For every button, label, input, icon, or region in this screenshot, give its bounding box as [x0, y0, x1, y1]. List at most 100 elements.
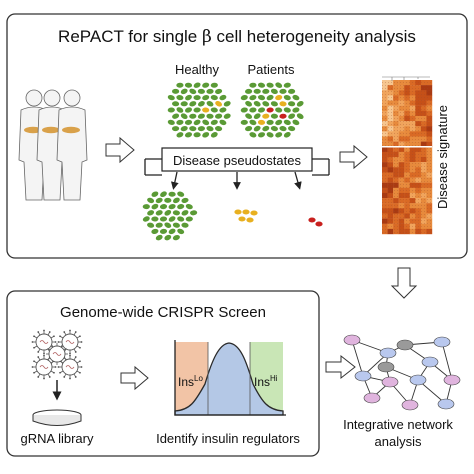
beta-cell	[189, 101, 197, 107]
beta-cell	[155, 210, 163, 216]
beta-cell	[202, 82, 210, 88]
network-node	[443, 374, 461, 386]
beta-cell	[155, 197, 163, 204]
healthy-cell-cluster	[167, 82, 231, 138]
network-node	[396, 339, 414, 351]
beta-cell	[275, 119, 283, 126]
beta-cell	[202, 95, 210, 101]
bottom-panel-title: Genome-wide CRISPR Screen	[60, 304, 266, 321]
beta-cell	[167, 94, 175, 101]
beta-cell	[275, 107, 283, 113]
beta-cell	[177, 228, 185, 235]
human-figures-group	[18, 89, 88, 201]
beta-cell	[159, 228, 168, 234]
virus-particles	[31, 329, 83, 380]
heatmap-pattern-overlay	[382, 80, 432, 234]
histogram-axes	[174, 340, 286, 416]
beta-cell	[262, 101, 270, 107]
beta-cell	[288, 113, 296, 119]
network-node	[401, 399, 419, 411]
beta-cell	[292, 119, 300, 126]
arrow-library-to-histogram	[120, 365, 149, 391]
beta-cell	[197, 101, 205, 107]
beta-cell	[177, 216, 185, 222]
beta-cell	[296, 101, 304, 107]
beta-cell	[176, 95, 184, 101]
pseudostate-green-cluster	[142, 191, 198, 241]
network-node	[343, 334, 361, 346]
beta-cell	[172, 113, 180, 119]
beta-cell	[288, 88, 296, 94]
beta-cell	[147, 197, 155, 204]
beta-cell	[270, 101, 278, 107]
beta-cell	[215, 113, 223, 119]
beta-cell	[151, 191, 159, 197]
beta-cell	[184, 132, 193, 138]
beta-cell	[279, 113, 287, 119]
beta-cell	[164, 197, 172, 203]
beta-cell	[253, 125, 261, 132]
beta-cell	[142, 204, 150, 210]
beta-cell	[177, 204, 185, 210]
beta-cell	[223, 113, 231, 119]
beta-cell	[164, 209, 172, 216]
beta-cell	[266, 132, 274, 138]
beta-cell	[253, 88, 261, 94]
beta-cell	[249, 82, 257, 88]
beta-cell	[257, 107, 266, 113]
beta-cell	[184, 82, 193, 88]
beta-cell	[151, 216, 159, 222]
network-node	[437, 398, 455, 410]
beta-cell	[181, 197, 189, 203]
beta-cell	[210, 132, 218, 138]
beta-cell	[206, 88, 214, 94]
beta-cell	[185, 107, 192, 113]
network-label-line2: analysis	[375, 434, 422, 449]
beta-cell	[180, 126, 188, 132]
beta-cell	[168, 228, 176, 235]
beta-cell	[219, 94, 227, 101]
beta-cell	[176, 107, 184, 113]
beta-cell	[283, 107, 291, 113]
beta-cell	[180, 113, 188, 119]
beta-cell	[202, 119, 210, 126]
beta-cell	[279, 126, 287, 132]
beta-cell	[172, 210, 180, 216]
beta-cell	[147, 222, 155, 228]
beta-cell	[257, 119, 266, 125]
beta-cell	[257, 95, 266, 101]
pseudostate-yellow-cells	[234, 209, 258, 223]
label-patients: Patients	[248, 62, 295, 77]
pseudostates-label: Disease pseudostates	[173, 153, 301, 168]
beta-cell	[185, 216, 193, 222]
beta-cell	[249, 119, 257, 126]
beta-cell	[193, 95, 201, 101]
beta-cell	[176, 82, 184, 88]
beta-cell	[181, 222, 189, 228]
beta-cell	[270, 126, 278, 132]
beta-cell	[219, 119, 227, 126]
insulin-regulators-label: Identify insulin regulators	[156, 431, 300, 446]
beta-cell	[240, 107, 248, 113]
beta-cell	[262, 113, 270, 119]
beta-cell	[197, 113, 205, 119]
beta-cell	[257, 82, 266, 88]
beta-cell	[181, 210, 189, 216]
beta-cell	[257, 132, 266, 138]
beta-cell	[155, 234, 163, 241]
beta-cell	[249, 132, 257, 138]
beta-cell	[147, 210, 155, 216]
beta-cell	[189, 113, 197, 119]
arrow-down-to-network	[390, 267, 418, 299]
beta-cell	[292, 107, 300, 113]
patients-cell-cluster	[240, 82, 304, 138]
beta-cell	[172, 101, 180, 107]
beta-cell	[172, 126, 180, 132]
network-label-line1: Integrative network	[343, 417, 453, 432]
beta-cell	[155, 222, 163, 228]
ins-hi-label: InsHi	[254, 374, 278, 389]
beta-cell	[288, 126, 296, 132]
pseudostate-arrows	[144, 158, 330, 190]
beta-cell	[283, 132, 291, 138]
beta-cell	[238, 216, 246, 222]
